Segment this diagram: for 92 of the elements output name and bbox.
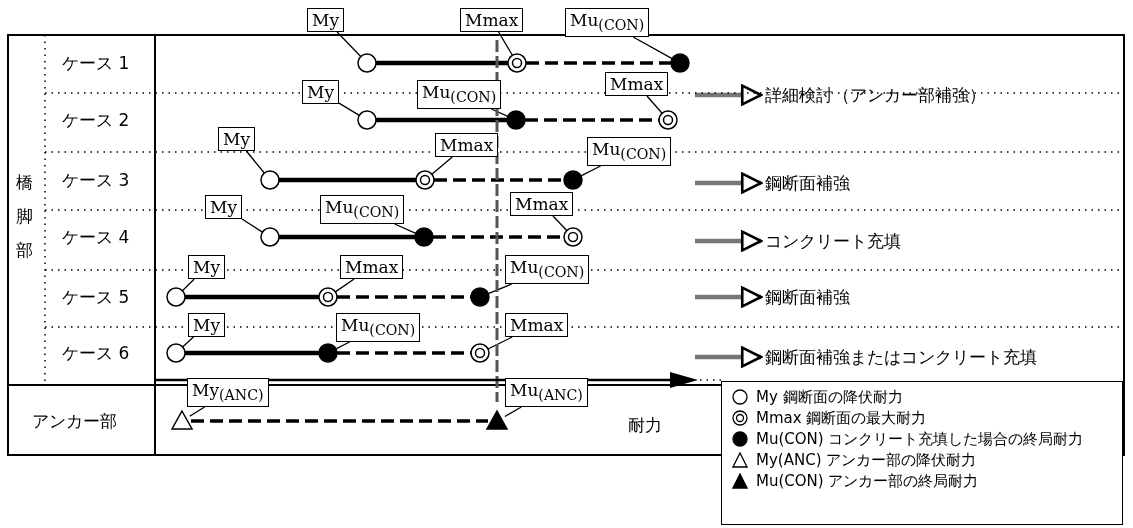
callout-tag: Mu$_{(CON)}$ [565, 8, 650, 38]
filled-circle-marker [414, 227, 434, 247]
action-text: 詳細検討（アンカー部補強） [765, 84, 986, 106]
dashed-range-line [526, 61, 671, 65]
leader-line [487, 283, 513, 295]
solid-range-line [185, 350, 319, 356]
legend-text: My(ANC) アンカー部の降伏耐力 [756, 451, 977, 469]
row-label: ケース 5 [62, 286, 130, 309]
leader-line [241, 218, 264, 233]
callout-tag: Mmax [605, 72, 669, 96]
open-circle-marker [260, 227, 280, 247]
solid-range-line [376, 60, 508, 66]
arrow [695, 286, 763, 308]
double-circle-marker [470, 343, 490, 363]
callout-tag: My [188, 313, 225, 337]
filled-triangle-marker [485, 409, 509, 430]
open-circle-marker [166, 287, 186, 307]
leader-line [646, 95, 663, 114]
leader-line [487, 336, 513, 350]
callout-tag: Mu$_{(ANC)}$ [505, 378, 588, 408]
leader-line [497, 31, 514, 56]
row-label: ケース 6 [62, 342, 130, 365]
dashed-range-line [434, 178, 564, 182]
double-circle-marker [507, 53, 527, 73]
action-text: 鋼断面補強またはコンクリート充填 [765, 346, 1037, 368]
callout-tag: My [302, 80, 339, 104]
callout-tag: Mu$_{(CON)}$ [505, 255, 590, 285]
callout-tag: Mmax [460, 8, 524, 32]
double-circle-marker [563, 227, 583, 247]
leader-line [182, 336, 195, 348]
leader-line [335, 341, 351, 350]
filled-circle-marker [506, 110, 526, 130]
legend-text: Mu(CON) コンクリート充填した場合の終局耐力 [756, 430, 1084, 448]
callout-tag: Mmax [505, 313, 569, 337]
solid-range-line [279, 234, 415, 240]
axis-label: 耐力 [628, 414, 662, 437]
callout-tag: Mmax [340, 255, 404, 279]
leader-line [632, 36, 673, 60]
row-label: ケース 1 [62, 52, 130, 75]
leader-line [580, 165, 602, 177]
leader-line [431, 156, 453, 175]
callout-tag: Mu$_{(CON)}$ [587, 137, 672, 167]
leader-line [189, 406, 206, 417]
solid-range-line [185, 294, 319, 300]
leader-line [181, 278, 195, 292]
action-text: 鋼断面補強 [765, 172, 850, 194]
leader-line [394, 223, 417, 234]
row-label: ケース 2 [62, 109, 130, 132]
leader-line [504, 406, 522, 418]
callout-tag: My [188, 255, 225, 279]
solid-range-line [376, 117, 507, 123]
legend-text: Mmax 鋼断面の最大耐力 [756, 409, 927, 427]
leader-line [245, 150, 265, 174]
callout-tag: My$_{(ANC)}$ [187, 378, 269, 408]
callout-tag: Mu$_{(CON)}$ [320, 195, 405, 225]
leader-line [552, 215, 568, 232]
arrow [695, 172, 763, 194]
callout-tag: Mmax [510, 192, 574, 216]
action-text: 鋼断面補強 [765, 286, 850, 308]
open-circle-marker [260, 170, 280, 190]
callout-tag: My [218, 127, 255, 151]
legend-text: My 鋼断面の降伏耐力 [756, 388, 903, 406]
callout-tag: Mu$_{(CON)}$ [417, 80, 502, 110]
open-triangle-marker [170, 409, 194, 430]
row-label: アンカー部 [32, 410, 117, 433]
double-circle-marker [415, 170, 435, 190]
leader-line [336, 31, 362, 58]
arrow [695, 84, 763, 106]
callout-tag: My [307, 8, 344, 32]
open-circle-marker [166, 343, 186, 363]
row-label: ケース 3 [62, 169, 130, 192]
filled-circle-marker [563, 170, 583, 190]
row-label: ケース 4 [62, 226, 130, 249]
dashed-range-line [191, 419, 488, 423]
filled-circle-marker [670, 53, 690, 73]
callout-tag: Mu$_{(CON)}$ [336, 313, 421, 343]
action-text: コンクリート充填 [765, 230, 901, 252]
callout-tag: My [205, 195, 242, 219]
solid-range-line [279, 177, 416, 183]
double-circle-marker [658, 110, 678, 130]
arrow [695, 346, 763, 368]
open-circle-marker [357, 53, 377, 73]
open-circle-marker [357, 110, 377, 130]
leader-line [338, 102, 360, 116]
callout-tag: Mmax [435, 133, 499, 157]
leader-line [334, 278, 355, 293]
double-circle-marker [318, 287, 338, 307]
arrow [695, 230, 763, 252]
legend-text: Mu(CON) アンカー部の終局耐力 [756, 472, 979, 490]
filled-circle-marker [470, 287, 490, 307]
group-label: 橋脚部 [16, 171, 34, 262]
filled-circle-marker [318, 343, 338, 363]
